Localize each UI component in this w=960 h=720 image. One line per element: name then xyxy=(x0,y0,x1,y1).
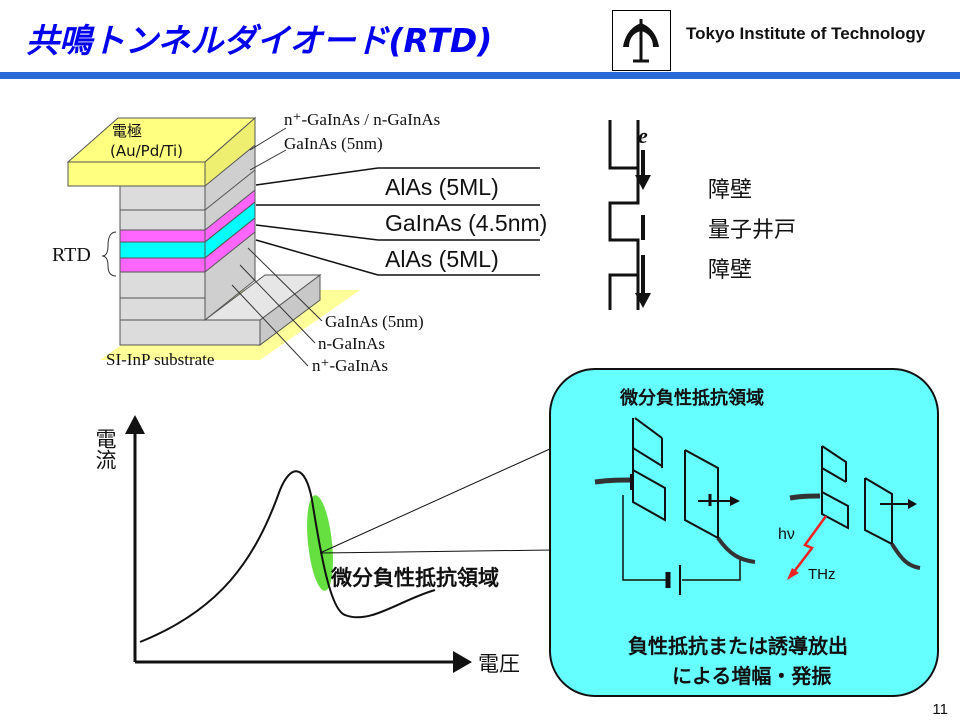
ndr-label: 微分負性抵抗領域 xyxy=(331,566,499,590)
electron-arrow-in-icon xyxy=(635,175,651,190)
bottom-layer-label-2: n-GaInAs xyxy=(318,334,386,353)
callout-caption-2: による増幅・発振 xyxy=(672,664,832,688)
callout-pointer-upper xyxy=(319,447,553,554)
band-edge-left xyxy=(608,120,640,310)
callout-caption-1: 負性抵抗または誘導放出 xyxy=(628,634,848,658)
bottom-layer-label-1: GaInAs (5nm) xyxy=(325,312,424,331)
mesa-front xyxy=(119,319,261,346)
iv-curve-plot xyxy=(125,415,553,673)
substrate-label: SI-InP substrate xyxy=(106,350,215,369)
layer-role-1: 障壁 xyxy=(708,178,753,203)
electron-label: e xyxy=(638,123,648,148)
barrier-layer-front-top xyxy=(119,229,206,243)
layer-role-3: 障壁 xyxy=(708,258,753,283)
electrode-front xyxy=(67,161,206,187)
layer-name-1: AlAs (5ML) xyxy=(385,174,499,200)
barrier-layer-front-bottom xyxy=(119,257,206,273)
device-cross-section xyxy=(66,116,540,367)
rtd-label: RTD xyxy=(52,244,91,266)
logo-emblem-icon xyxy=(623,19,659,63)
top-layer-label-2: GaInAs (5nm) xyxy=(284,134,383,153)
electron-arrow-out-icon xyxy=(635,293,651,308)
layer-name-2: GaInAs (4.5nm) xyxy=(385,210,548,236)
voltage-axis-label: 電圧 xyxy=(478,652,520,676)
voltage-axis-arrow-icon xyxy=(453,651,472,673)
thz-emission-arrow-icon xyxy=(792,515,828,574)
institution-name: Tokyo Institute of Technology xyxy=(686,24,926,43)
callout-pointer-lower xyxy=(319,549,553,554)
hv-label: hν xyxy=(778,526,795,543)
institute-logo xyxy=(612,10,671,71)
electrode-label: 電極 xyxy=(112,122,143,140)
thz-label: THz xyxy=(808,566,836,583)
callout-box xyxy=(549,368,939,697)
bottom-layer-label-3: n⁺-GaInAs xyxy=(312,356,389,375)
electrode-materials: (Au/Pd/Ti) xyxy=(110,142,184,160)
current-axis-label: 電流 xyxy=(93,428,117,470)
well-layer-front xyxy=(119,241,206,259)
iv-curve-line xyxy=(139,470,436,643)
layer-role-2: 量子井戸 xyxy=(708,218,797,243)
band-diagram xyxy=(608,120,651,310)
rtd-brace xyxy=(101,231,117,277)
page-title: 共鳴トンネルダイオード(RTD) xyxy=(26,21,493,60)
page-number: 11 xyxy=(932,701,948,718)
current-axis-arrow-icon xyxy=(125,415,145,434)
title-underline xyxy=(0,72,960,79)
callout-title: 微分負性抵抗領域 xyxy=(620,388,764,409)
layer-name-3: AlAs (5ML) xyxy=(385,246,499,272)
top-layer-label-1: n⁺-GaInAs / n-GaInAs xyxy=(284,110,441,129)
mesa-top xyxy=(203,274,322,321)
callout-band-diagrams xyxy=(594,417,921,595)
